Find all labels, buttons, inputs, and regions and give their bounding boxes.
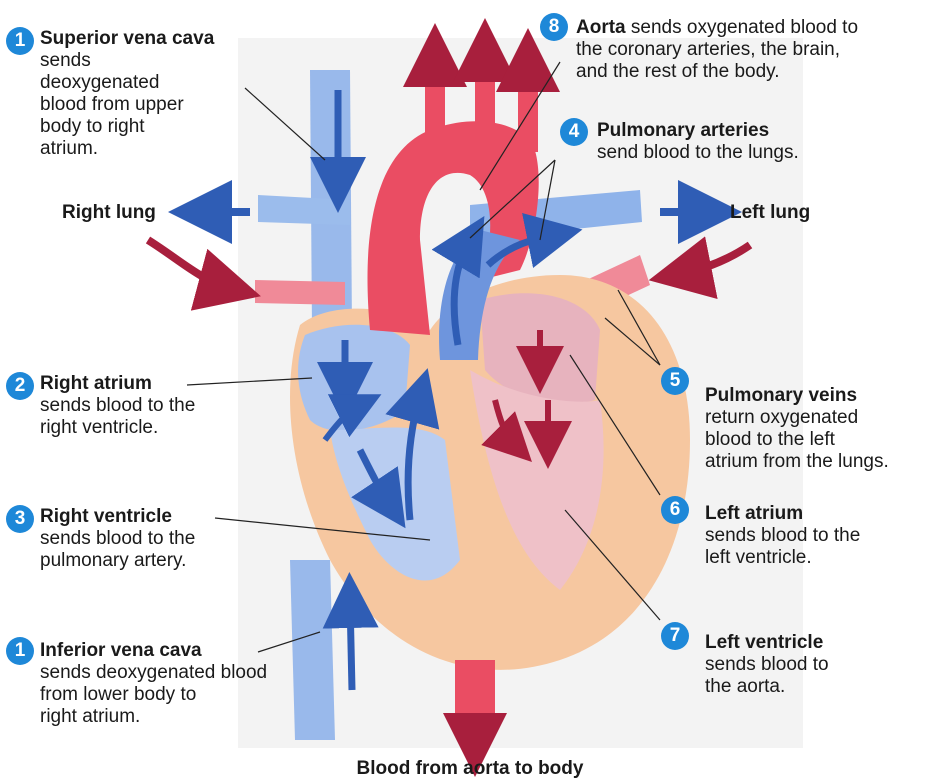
right-ventricle-title: Right ventricle xyxy=(40,506,172,527)
right-pulmonary-artery xyxy=(258,195,350,225)
pulmonary-veins-desc-1: return oxygenated xyxy=(705,407,858,428)
superior-vena-cava-desc-4: body to right xyxy=(40,116,145,137)
right-ventricle-desc-2: pulmonary artery. xyxy=(40,550,186,571)
inferior-vena-cava-desc-2: from lower body to xyxy=(40,684,196,705)
pulmonary-arteries-label: Pulmonary arteries send blood to the lun… xyxy=(597,120,799,164)
pulmonary-veins-desc-2: blood to the left xyxy=(705,429,835,450)
step-badge-pulmonary-veins: 5 xyxy=(661,367,689,395)
aorta-branch-1 xyxy=(425,82,445,147)
aorta-desc-2: and the rest of the body. xyxy=(576,61,780,82)
superior-vena-cava-title: Superior vena cava xyxy=(40,28,214,49)
left-ventricle-label: Left ventricle sends blood to the aorta. xyxy=(705,632,829,698)
inferior-vena-cava-desc-3: right atrium. xyxy=(40,706,140,727)
left-atrium-title: Left atrium xyxy=(705,503,803,524)
right-atrium-desc-2: right ventricle. xyxy=(40,417,158,438)
right-atrium-desc-1: sends blood to the xyxy=(40,395,195,416)
left-ventricle-title: Left ventricle xyxy=(705,632,823,653)
descending-aorta xyxy=(455,660,495,720)
right-ventricle-label: Right ventricle sends blood to the pulmo… xyxy=(40,506,195,572)
aorta-label: Aorta sends oxygenated blood to the coro… xyxy=(576,17,858,83)
left-atrium-desc-1: sends blood to the xyxy=(705,525,860,546)
pulmonary-veins-desc-3: atrium from the lungs. xyxy=(705,451,889,472)
right-pulmonary-vein xyxy=(255,280,345,305)
aorta-branch-2 xyxy=(475,82,495,137)
left-atrium-desc-2: left ventricle. xyxy=(705,547,812,568)
inferior-vena-cava-label: Inferior vena cava sends deoxygenated bl… xyxy=(40,640,267,728)
inferior-vena-cava xyxy=(290,560,335,740)
right-atrium-title: Right atrium xyxy=(40,373,152,394)
aorta-desc-1: the coronary arteries, the brain, xyxy=(576,39,840,60)
aorta-title: Aorta xyxy=(576,17,626,38)
superior-vena-cava-desc-2: deoxygenated xyxy=(40,72,159,93)
superior-vena-cava-label: Superior vena cava sends deoxygenated bl… xyxy=(40,28,214,160)
right-atrium-label: Right atrium sends blood to the right ve… xyxy=(40,373,195,439)
left-atrium-label: Left atrium sends blood to the left vent… xyxy=(705,503,860,569)
step-badge-right-atrium: 2 xyxy=(6,372,34,400)
pulmonary-veins-label: Pulmonary veins return oxygenated blood … xyxy=(705,385,889,473)
bottom-caption: Blood from aorta to body xyxy=(0,758,940,780)
right-ventricle-desc-1: sends blood to the xyxy=(40,528,195,549)
step-badge-aorta: 8 xyxy=(540,13,568,41)
step-badge-left-ventricle: 7 xyxy=(661,622,689,650)
right-lung-label: Right lung xyxy=(62,202,156,224)
pulmonary-veins-title: Pulmonary veins xyxy=(705,385,857,406)
step-badge-right-ventricle: 3 xyxy=(6,505,34,533)
left-lung-label: Left lung xyxy=(730,202,810,224)
step-badge-left-atrium: 6 xyxy=(661,496,689,524)
inferior-vena-cava-title: Inferior vena cava xyxy=(40,640,202,661)
right-atrium-chamber xyxy=(298,325,410,431)
pulmonary-arteries-title: Pulmonary arteries xyxy=(597,120,769,141)
step-badge-pulmonary-arteries: 4 xyxy=(560,118,588,146)
pulmonary-arteries-desc-1: send blood to the lungs. xyxy=(597,142,799,163)
left-ventricle-desc-1: sends blood to xyxy=(705,654,829,675)
step-badge-superior-vena-cava: 1 xyxy=(6,27,34,55)
superior-vena-cava-desc-3: blood from upper xyxy=(40,94,184,115)
left-ventricle-desc-2: the aorta. xyxy=(705,676,785,697)
superior-vena-cava-desc-5: atrium. xyxy=(40,138,98,159)
step-badge-inferior-vena-cava: 1 xyxy=(6,637,34,665)
superior-vena-cava-desc-1: sends xyxy=(40,50,91,71)
inferior-vena-cava-desc-1: sends deoxygenated blood xyxy=(40,662,267,683)
aorta-title-suffix: sends oxygenated blood to xyxy=(626,17,858,38)
